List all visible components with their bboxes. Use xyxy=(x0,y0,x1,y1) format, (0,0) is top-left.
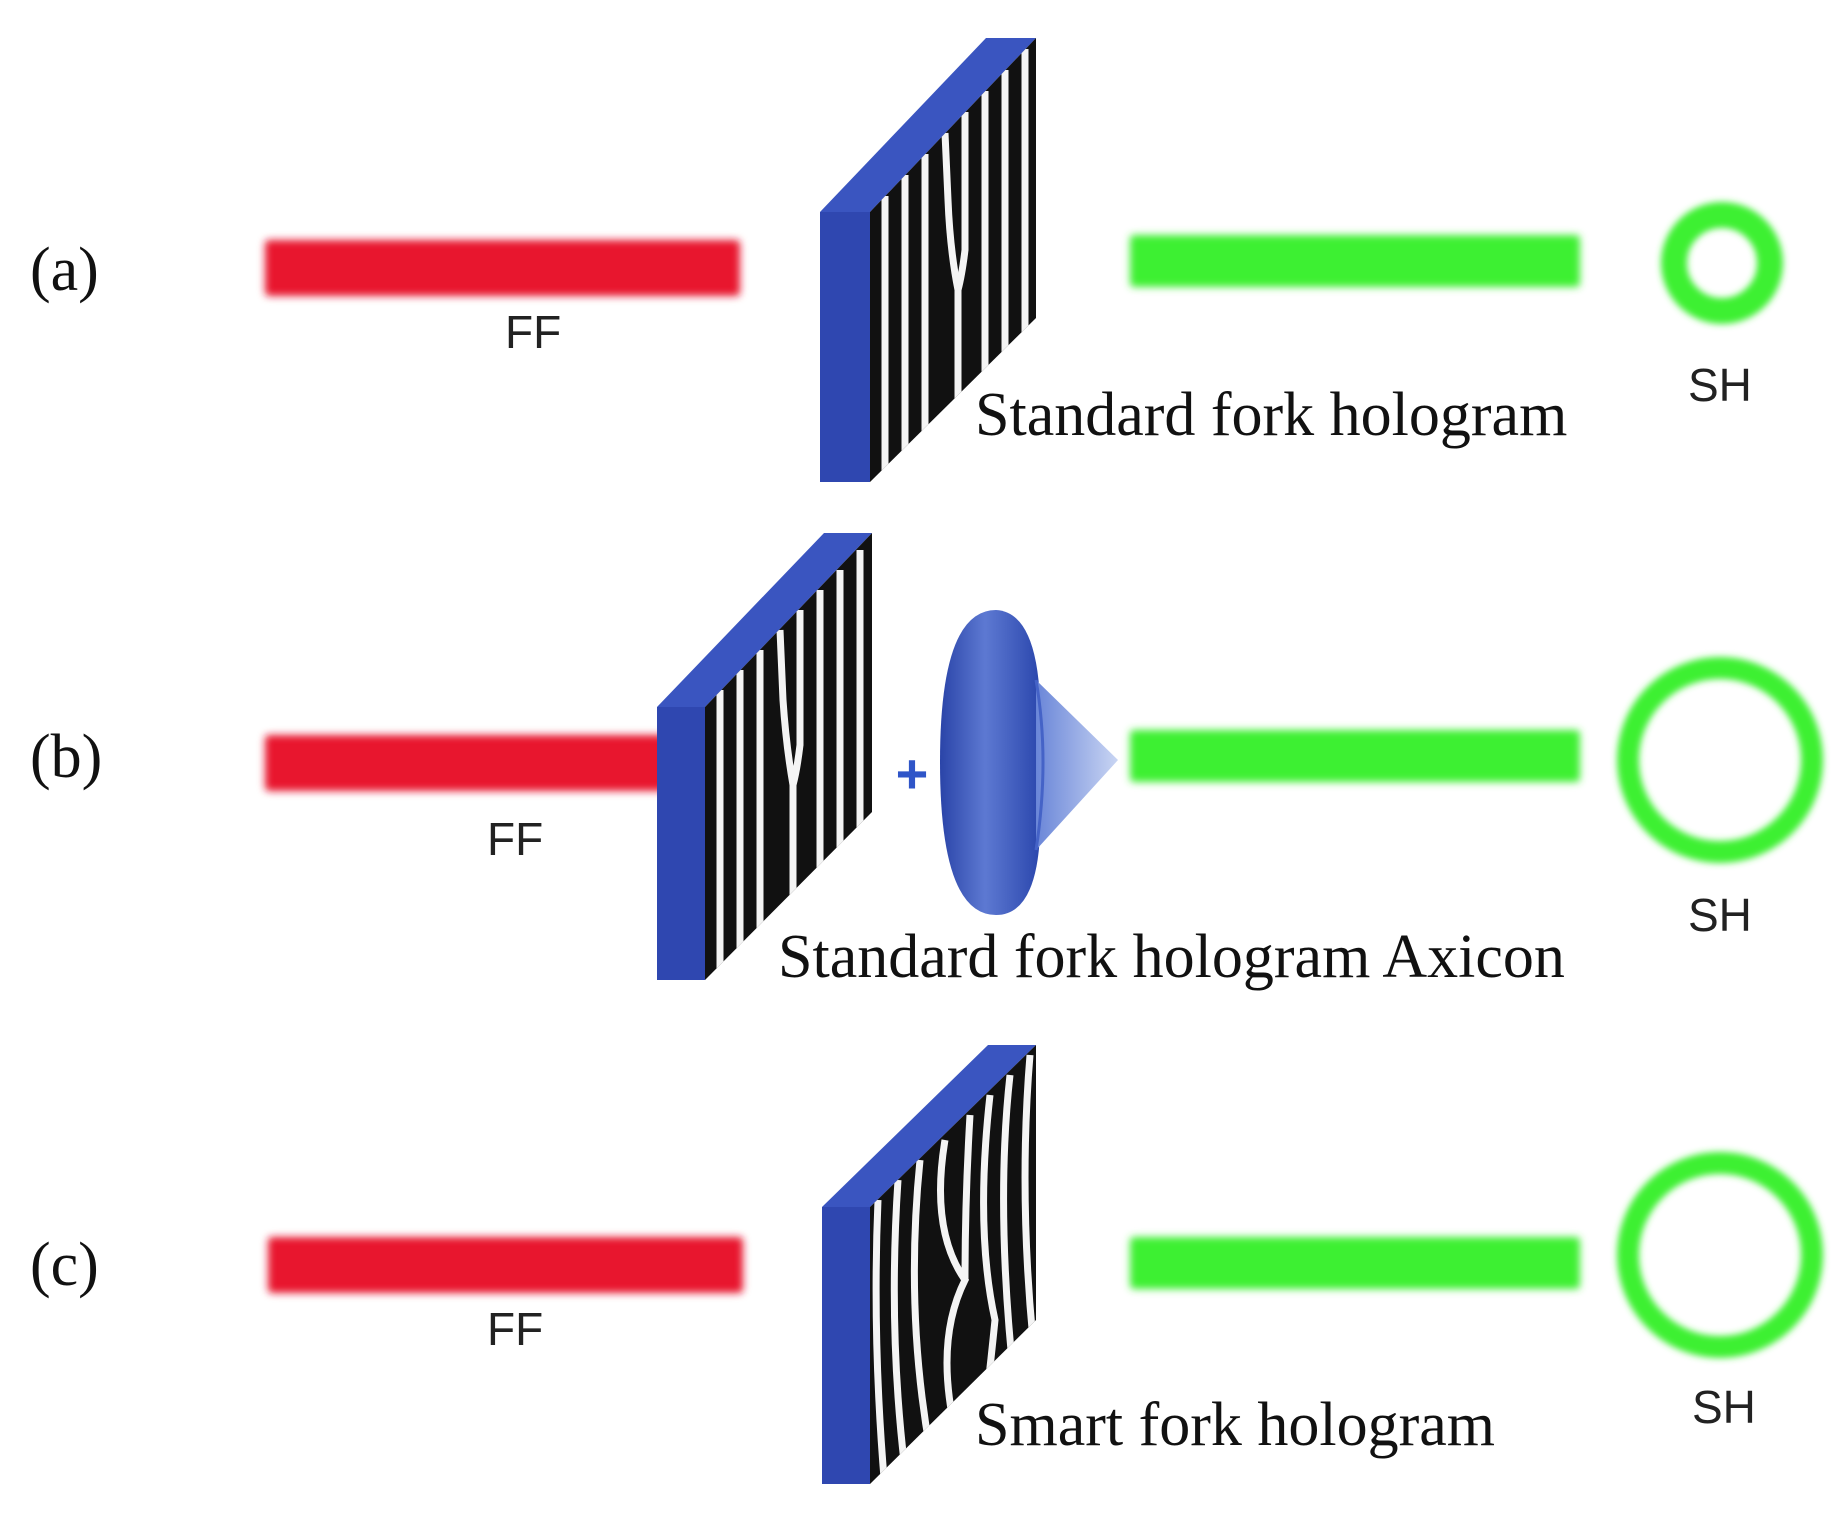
ff-label-b: FF xyxy=(487,813,544,865)
panel-c xyxy=(268,1045,1823,1484)
hologram-front-edge xyxy=(820,212,870,482)
sh-label-a: SH xyxy=(1688,359,1752,411)
hologram-top-edge xyxy=(820,38,1036,212)
caption-b: Standard fork hologram Axicon xyxy=(778,923,1565,991)
panel-label-a: (a) xyxy=(30,236,99,304)
hologram-top-edge xyxy=(657,533,872,707)
ff-beam xyxy=(265,735,715,791)
caption-c: Smart fork hologram xyxy=(975,1391,1496,1459)
panel-a xyxy=(265,38,1783,482)
ff-beam xyxy=(268,1237,743,1293)
sh-beam xyxy=(1130,1237,1580,1289)
sh-output-ring xyxy=(1617,657,1823,863)
hologram-standard-fork xyxy=(820,38,1036,482)
hologram-standard-fork xyxy=(657,533,872,980)
sh-label-b: SH xyxy=(1688,889,1752,941)
caption-a: Standard fork hologram xyxy=(975,381,1568,449)
sh-output-donut xyxy=(1661,202,1783,324)
hologram-top-edge xyxy=(822,1045,1036,1207)
sh-beam xyxy=(1130,730,1580,782)
hologram-front-edge xyxy=(822,1207,870,1484)
hologram-smart-fork xyxy=(822,1045,1036,1484)
panel-label-c: (c) xyxy=(30,1231,99,1299)
sh-output-ring xyxy=(1617,1152,1823,1358)
ff-label-c: FF xyxy=(487,1303,544,1355)
plus-symbol: + xyxy=(896,742,929,805)
ff-beam xyxy=(265,240,740,296)
ff-label-a: FF xyxy=(505,306,562,358)
panel-b: + xyxy=(265,533,1823,980)
sh-label-c: SH xyxy=(1692,1381,1756,1433)
panel-label-b: (b) xyxy=(30,723,103,791)
axicon-lens xyxy=(940,610,1118,915)
hologram-front-edge xyxy=(657,707,705,980)
sh-beam xyxy=(1130,235,1580,287)
